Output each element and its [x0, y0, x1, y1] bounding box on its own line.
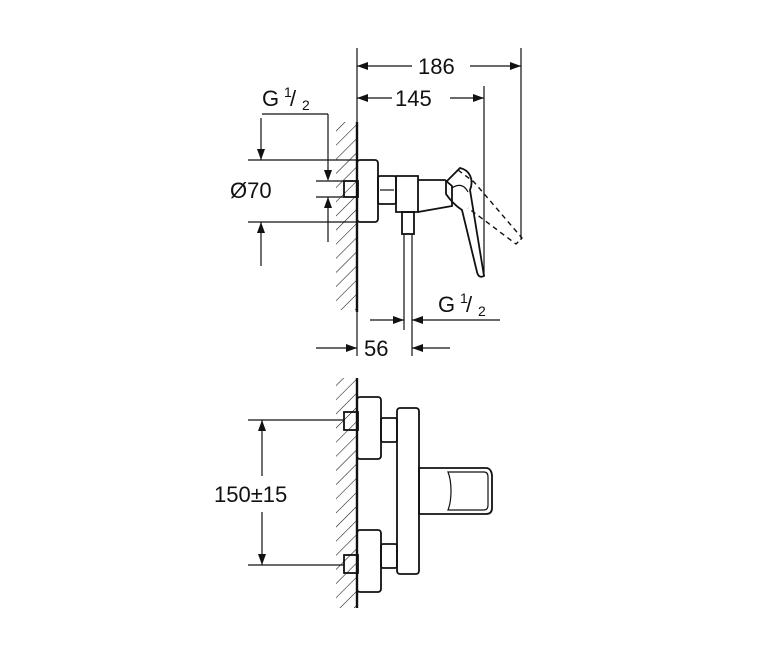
svg-text:/: / [290, 86, 297, 111]
dim-diameter-70: Ø70 [230, 178, 272, 203]
svg-text:2: 2 [302, 97, 310, 113]
upper-connector [380, 417, 398, 443]
inlet-nut [343, 180, 359, 198]
inlet-thread-label: G 1 / 2 [262, 84, 310, 113]
lower-rosette [356, 529, 382, 593]
outlet-thread-label: G 1 / 2 [438, 290, 486, 319]
svg-text:G: G [438, 292, 455, 317]
valve-body [395, 175, 419, 213]
outlet-pipe [401, 211, 415, 235]
dim-145: 145 [395, 86, 432, 111]
upper-inlet-nut [343, 411, 359, 431]
mixer-body [396, 407, 420, 575]
dim-56: 56 [364, 336, 388, 361]
front-view: 150±15 [214, 378, 493, 608]
svg-text:G: G [262, 86, 279, 111]
svg-text:2: 2 [478, 303, 486, 319]
lever-front [418, 467, 493, 515]
svg-text:1: 1 [284, 84, 292, 100]
svg-text:1: 1 [460, 290, 468, 306]
upper-rosette [356, 396, 382, 460]
wall-hatch-bottom [336, 378, 356, 608]
side-view: 186 145 G 1 / 2 Ø70 G 1 [230, 48, 523, 361]
lower-inlet-nut [343, 554, 359, 574]
wall-hatch-top [336, 122, 356, 310]
lower-connector [380, 543, 398, 569]
dim-150: 150±15 [214, 482, 287, 507]
svg-text:/: / [466, 292, 473, 317]
dim-186: 186 [418, 54, 455, 79]
lever-handle-dashed [457, 169, 523, 245]
lever-handle [445, 167, 485, 278]
rosette [356, 159, 379, 223]
